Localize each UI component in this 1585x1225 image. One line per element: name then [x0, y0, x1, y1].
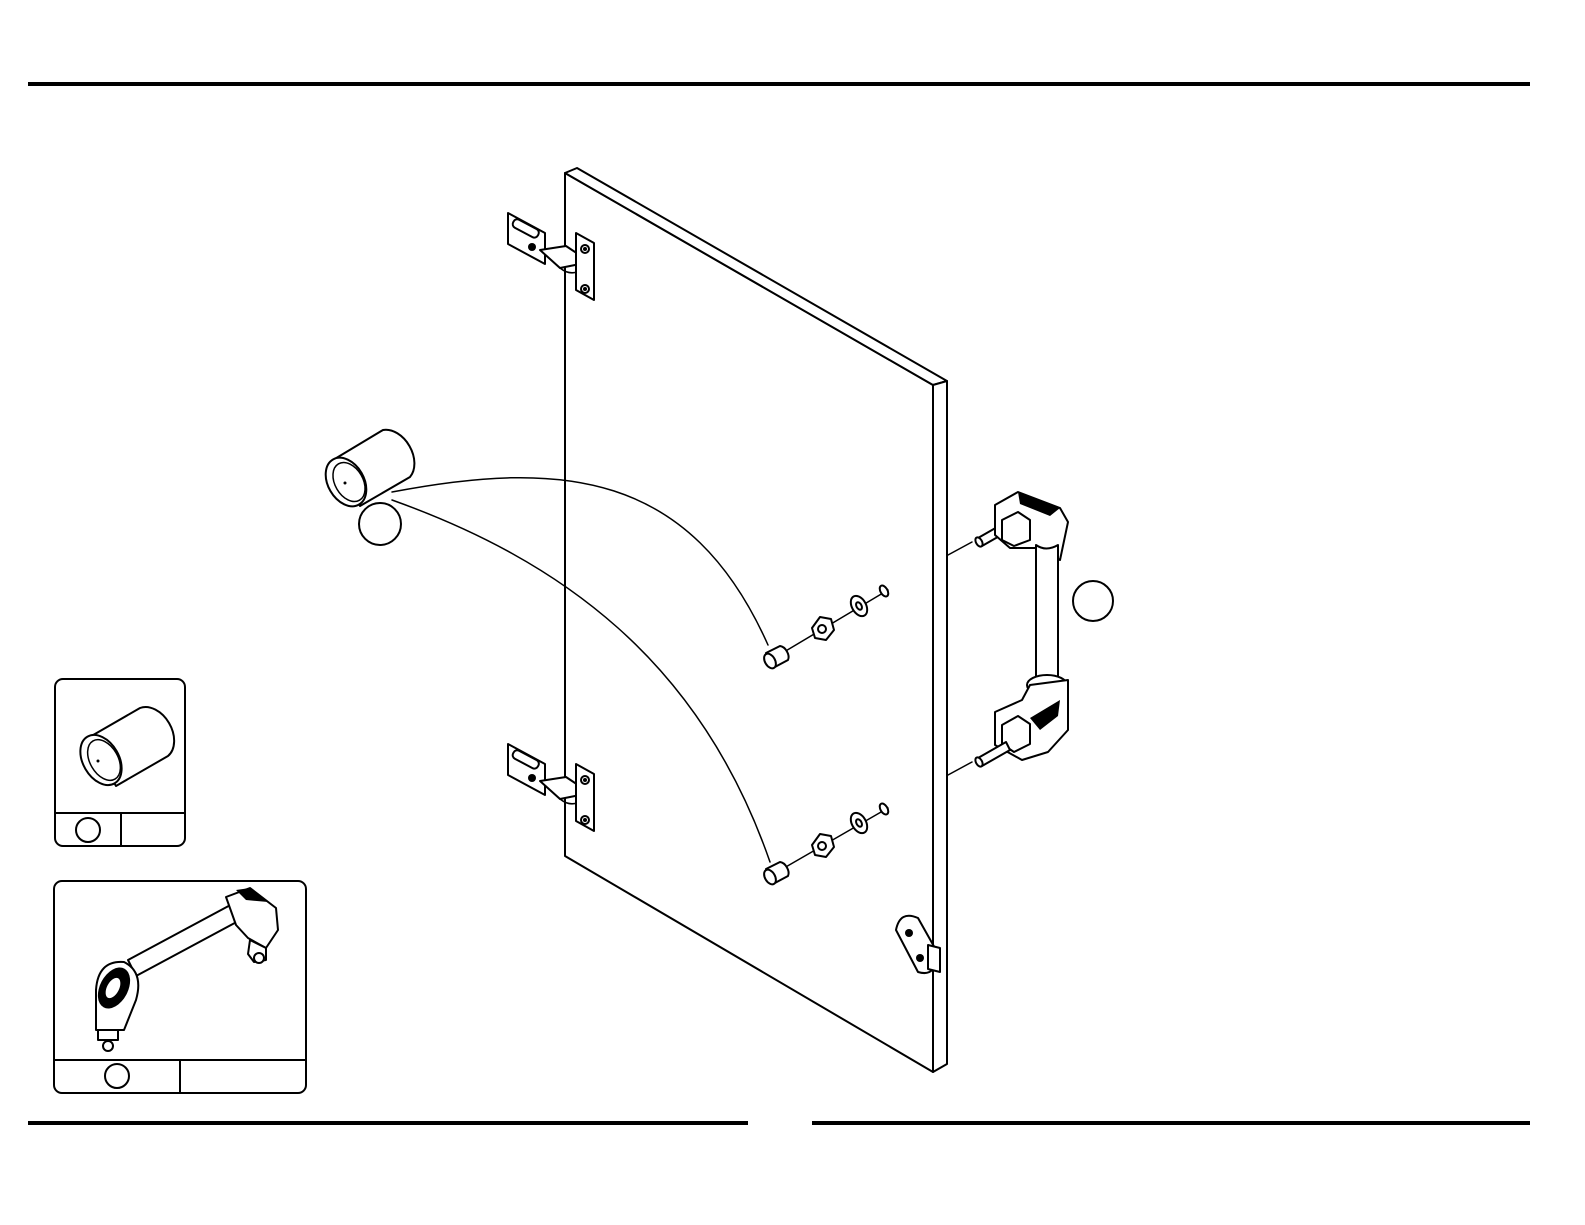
- handle-part: [948, 492, 1068, 775]
- handle-callout-circle: [1073, 581, 1113, 621]
- parts-box-knob: [55, 679, 185, 846]
- knob-callout-circle: [359, 503, 401, 545]
- knob-part: [317, 430, 414, 514]
- parts-box-handle: [54, 881, 306, 1093]
